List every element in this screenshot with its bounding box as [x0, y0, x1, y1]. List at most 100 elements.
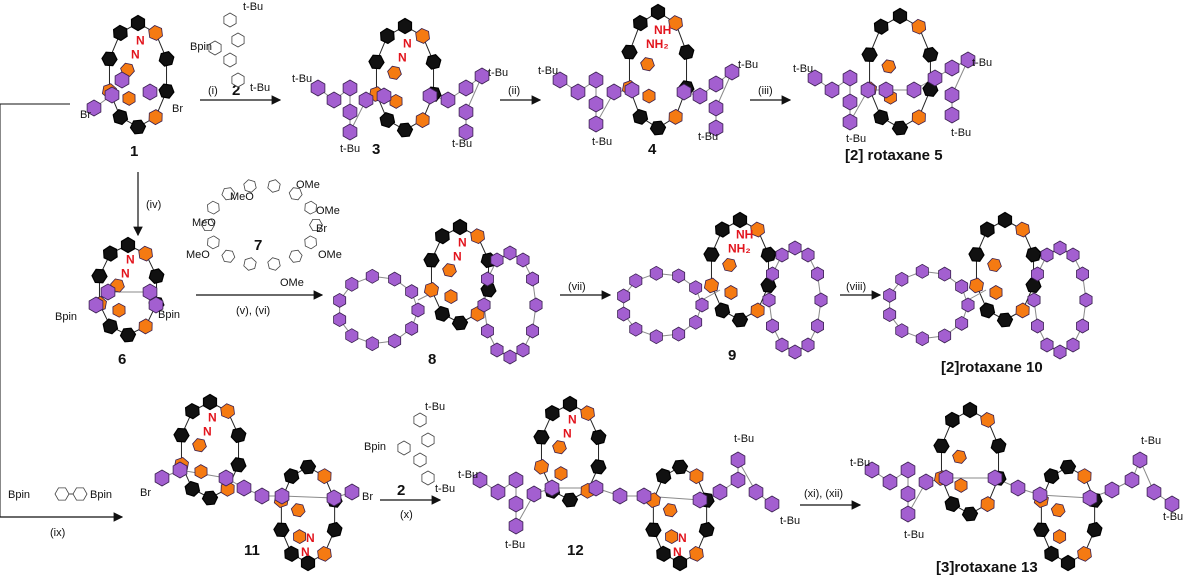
bond — [701, 289, 721, 301]
purple-ring — [236, 479, 252, 497]
purple-ring — [617, 306, 631, 322]
purple-ring — [906, 81, 922, 99]
purple-ring — [730, 451, 746, 469]
orange-ring — [881, 59, 897, 74]
purple-ring — [1146, 483, 1162, 501]
tbu-label: t-Bu — [904, 529, 924, 541]
purple-ring — [526, 271, 539, 287]
orange-ring — [750, 302, 765, 319]
purple-ring — [814, 292, 828, 308]
orange-ring — [148, 109, 163, 126]
black-ring — [990, 438, 1007, 454]
macrocycle-ring — [72, 487, 88, 501]
orange-ring — [980, 412, 995, 428]
black-ring — [892, 7, 908, 25]
black-ring — [997, 211, 1013, 229]
compound-10-label: [2]rotaxane 10 — [941, 359, 1043, 376]
purple-ring — [100, 283, 116, 301]
purple-ring — [944, 106, 960, 124]
purple-ring — [1031, 266, 1044, 282]
tbu-label: t-Bu — [698, 131, 718, 143]
purple-ring — [811, 318, 824, 334]
purple-ring — [811, 266, 824, 282]
purple-ring — [1164, 495, 1180, 513]
black-ring — [979, 302, 996, 319]
orange-ring — [290, 503, 306, 518]
purple-ring — [1040, 247, 1054, 263]
purple-ring — [636, 487, 652, 505]
purple-ring — [961, 297, 975, 313]
purple-ring — [310, 79, 326, 97]
black-ring — [656, 545, 671, 562]
compound-9-label: 9 — [728, 347, 736, 364]
macrocycle-ring — [208, 40, 222, 56]
purple-ring — [552, 71, 568, 89]
condition-vii: (vii) — [568, 281, 586, 293]
purple-ring — [1040, 337, 1054, 353]
condition-xi-xii: (xi), (xii) — [804, 488, 843, 500]
purple-ring — [672, 268, 686, 284]
black-ring — [273, 522, 290, 538]
purple-ring — [1076, 266, 1089, 282]
purple-ring — [508, 517, 524, 535]
purple-ring — [376, 87, 392, 105]
purple-ring — [344, 483, 360, 501]
branch-line — [0, 103, 70, 517]
purple-ring — [788, 344, 802, 360]
purple-ring — [345, 328, 359, 344]
purple-ring — [883, 287, 897, 303]
black-ring — [561, 492, 579, 508]
bpin-label: Bpin — [190, 41, 212, 53]
orange-ring — [642, 88, 656, 104]
purple-ring — [629, 321, 643, 337]
tbu-label: t-Bu — [846, 133, 866, 145]
purple-ring — [516, 252, 530, 268]
macrocycle-ring — [309, 218, 323, 232]
orange-ring — [640, 57, 655, 72]
tbu-label: t-Bu — [738, 59, 758, 71]
macrocycle-ring — [397, 440, 411, 456]
macrocycle-ring — [243, 179, 257, 193]
black-ring — [1059, 459, 1077, 475]
black-ring — [590, 459, 607, 475]
purple-ring — [388, 333, 402, 349]
nh2-label: NH₂ — [728, 242, 751, 256]
black-ring — [671, 459, 689, 475]
purple-ring — [1082, 489, 1098, 507]
nitrogen-label: N — [403, 36, 412, 50]
black-ring — [102, 318, 119, 335]
purple-ring — [474, 67, 490, 85]
black-ring — [996, 312, 1014, 328]
purple-ring — [508, 495, 524, 513]
tbu-label: t-Bu — [951, 127, 971, 139]
purple-ring — [824, 81, 840, 99]
purple-ring — [114, 71, 130, 89]
condition-ix: (ix) — [50, 527, 65, 539]
orange-ring — [724, 285, 738, 300]
black-ring — [452, 218, 468, 236]
macrocycle-ring — [288, 187, 303, 201]
black-ring — [714, 302, 731, 319]
black-ring — [672, 554, 688, 572]
purple-ring — [748, 483, 764, 501]
black-ring — [944, 411, 960, 429]
bpin-label: Bpin — [364, 441, 386, 453]
tbu-label: t-Bu — [780, 515, 800, 527]
black-ring — [119, 327, 137, 343]
black-ring — [533, 429, 550, 445]
purple-ring — [860, 81, 876, 99]
purple-ring — [358, 91, 374, 109]
purple-ring — [333, 292, 347, 308]
purple-ring — [172, 461, 188, 479]
purple-ring — [516, 342, 530, 358]
purple-ring — [526, 323, 539, 339]
compound-3-label: 3 — [372, 141, 380, 158]
purple-ring — [883, 307, 897, 323]
orange-ring — [1015, 221, 1030, 238]
purple-ring — [842, 113, 858, 131]
purple-ring — [606, 83, 622, 101]
orange-ring — [968, 277, 984, 294]
nitrogen-label: N — [563, 427, 572, 441]
meo-label: MeO — [192, 217, 216, 229]
purple-ring — [365, 268, 379, 284]
